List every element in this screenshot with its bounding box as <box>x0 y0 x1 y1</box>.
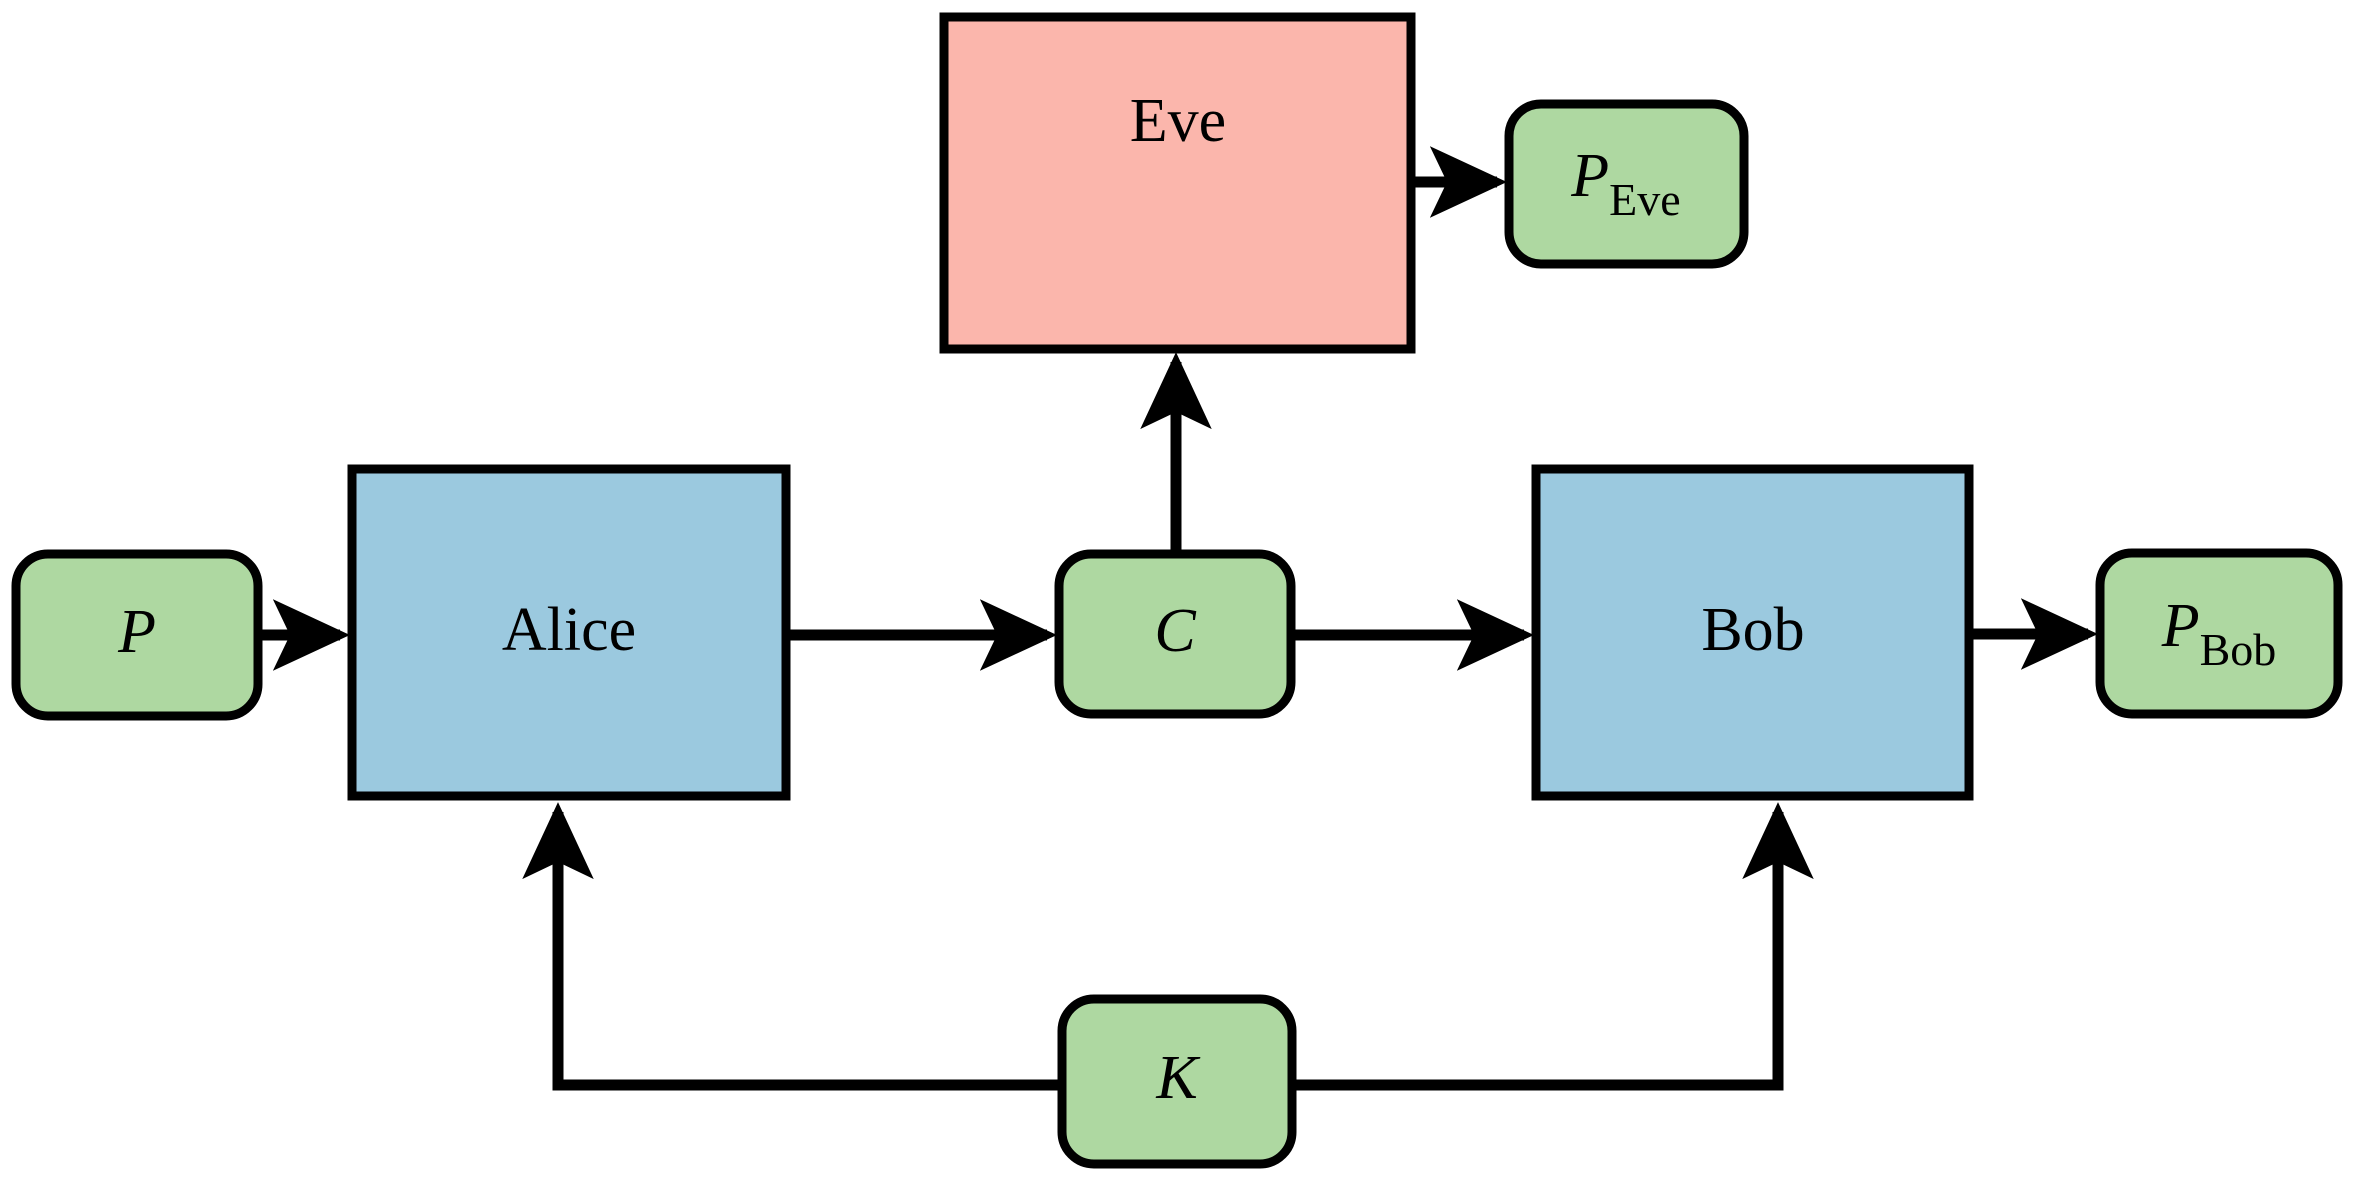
node-plaintext-eve[interactable]: PEve <box>1504 99 1749 269</box>
node-ciphertext[interactable]: C <box>1054 549 1296 719</box>
ciphertext-label: C <box>1154 597 1196 665</box>
node-plaintext-in[interactable]: P <box>11 549 263 721</box>
plaintext-eve-label-sub: Eve <box>1609 174 1681 225</box>
eve-box[interactable] <box>939 12 1416 354</box>
node-alice[interactable]: Alice <box>347 464 791 801</box>
alice-label: Alice <box>502 596 636 664</box>
plaintext-bob-label-sub: Bob <box>2200 624 2277 675</box>
plaintext-eve-label-main: P <box>1570 142 1609 210</box>
edge-key-to-alice <box>522 802 1062 1091</box>
alice-box[interactable] <box>347 464 791 801</box>
key-box[interactable] <box>1057 994 1297 1169</box>
bob-box[interactable] <box>1531 464 1974 801</box>
node-eve[interactable]: Eve <box>939 12 1416 354</box>
plaintext-bob-box[interactable] <box>2095 548 2343 719</box>
key-label: K <box>1155 1044 1201 1112</box>
node-bob[interactable]: Bob <box>1531 464 1974 801</box>
edge-key-to-bob <box>1292 802 1814 1091</box>
plaintext-eve-label: PEve <box>1570 142 1680 224</box>
plaintext-in-box[interactable] <box>11 549 263 721</box>
bob-label: Bob <box>1701 596 1804 664</box>
ciphertext-box[interactable] <box>1054 549 1296 719</box>
plaintext-eve-box[interactable] <box>1504 99 1749 269</box>
plaintext-bob-label-main: P <box>2161 592 2200 660</box>
eve-label: Eve <box>1130 87 1226 155</box>
plaintext-bob-label: PBob <box>2161 592 2277 674</box>
node-key[interactable]: K <box>1057 994 1297 1169</box>
plaintext-in-label: P <box>117 598 156 666</box>
node-plaintext-bob[interactable]: PBob <box>2095 548 2343 719</box>
